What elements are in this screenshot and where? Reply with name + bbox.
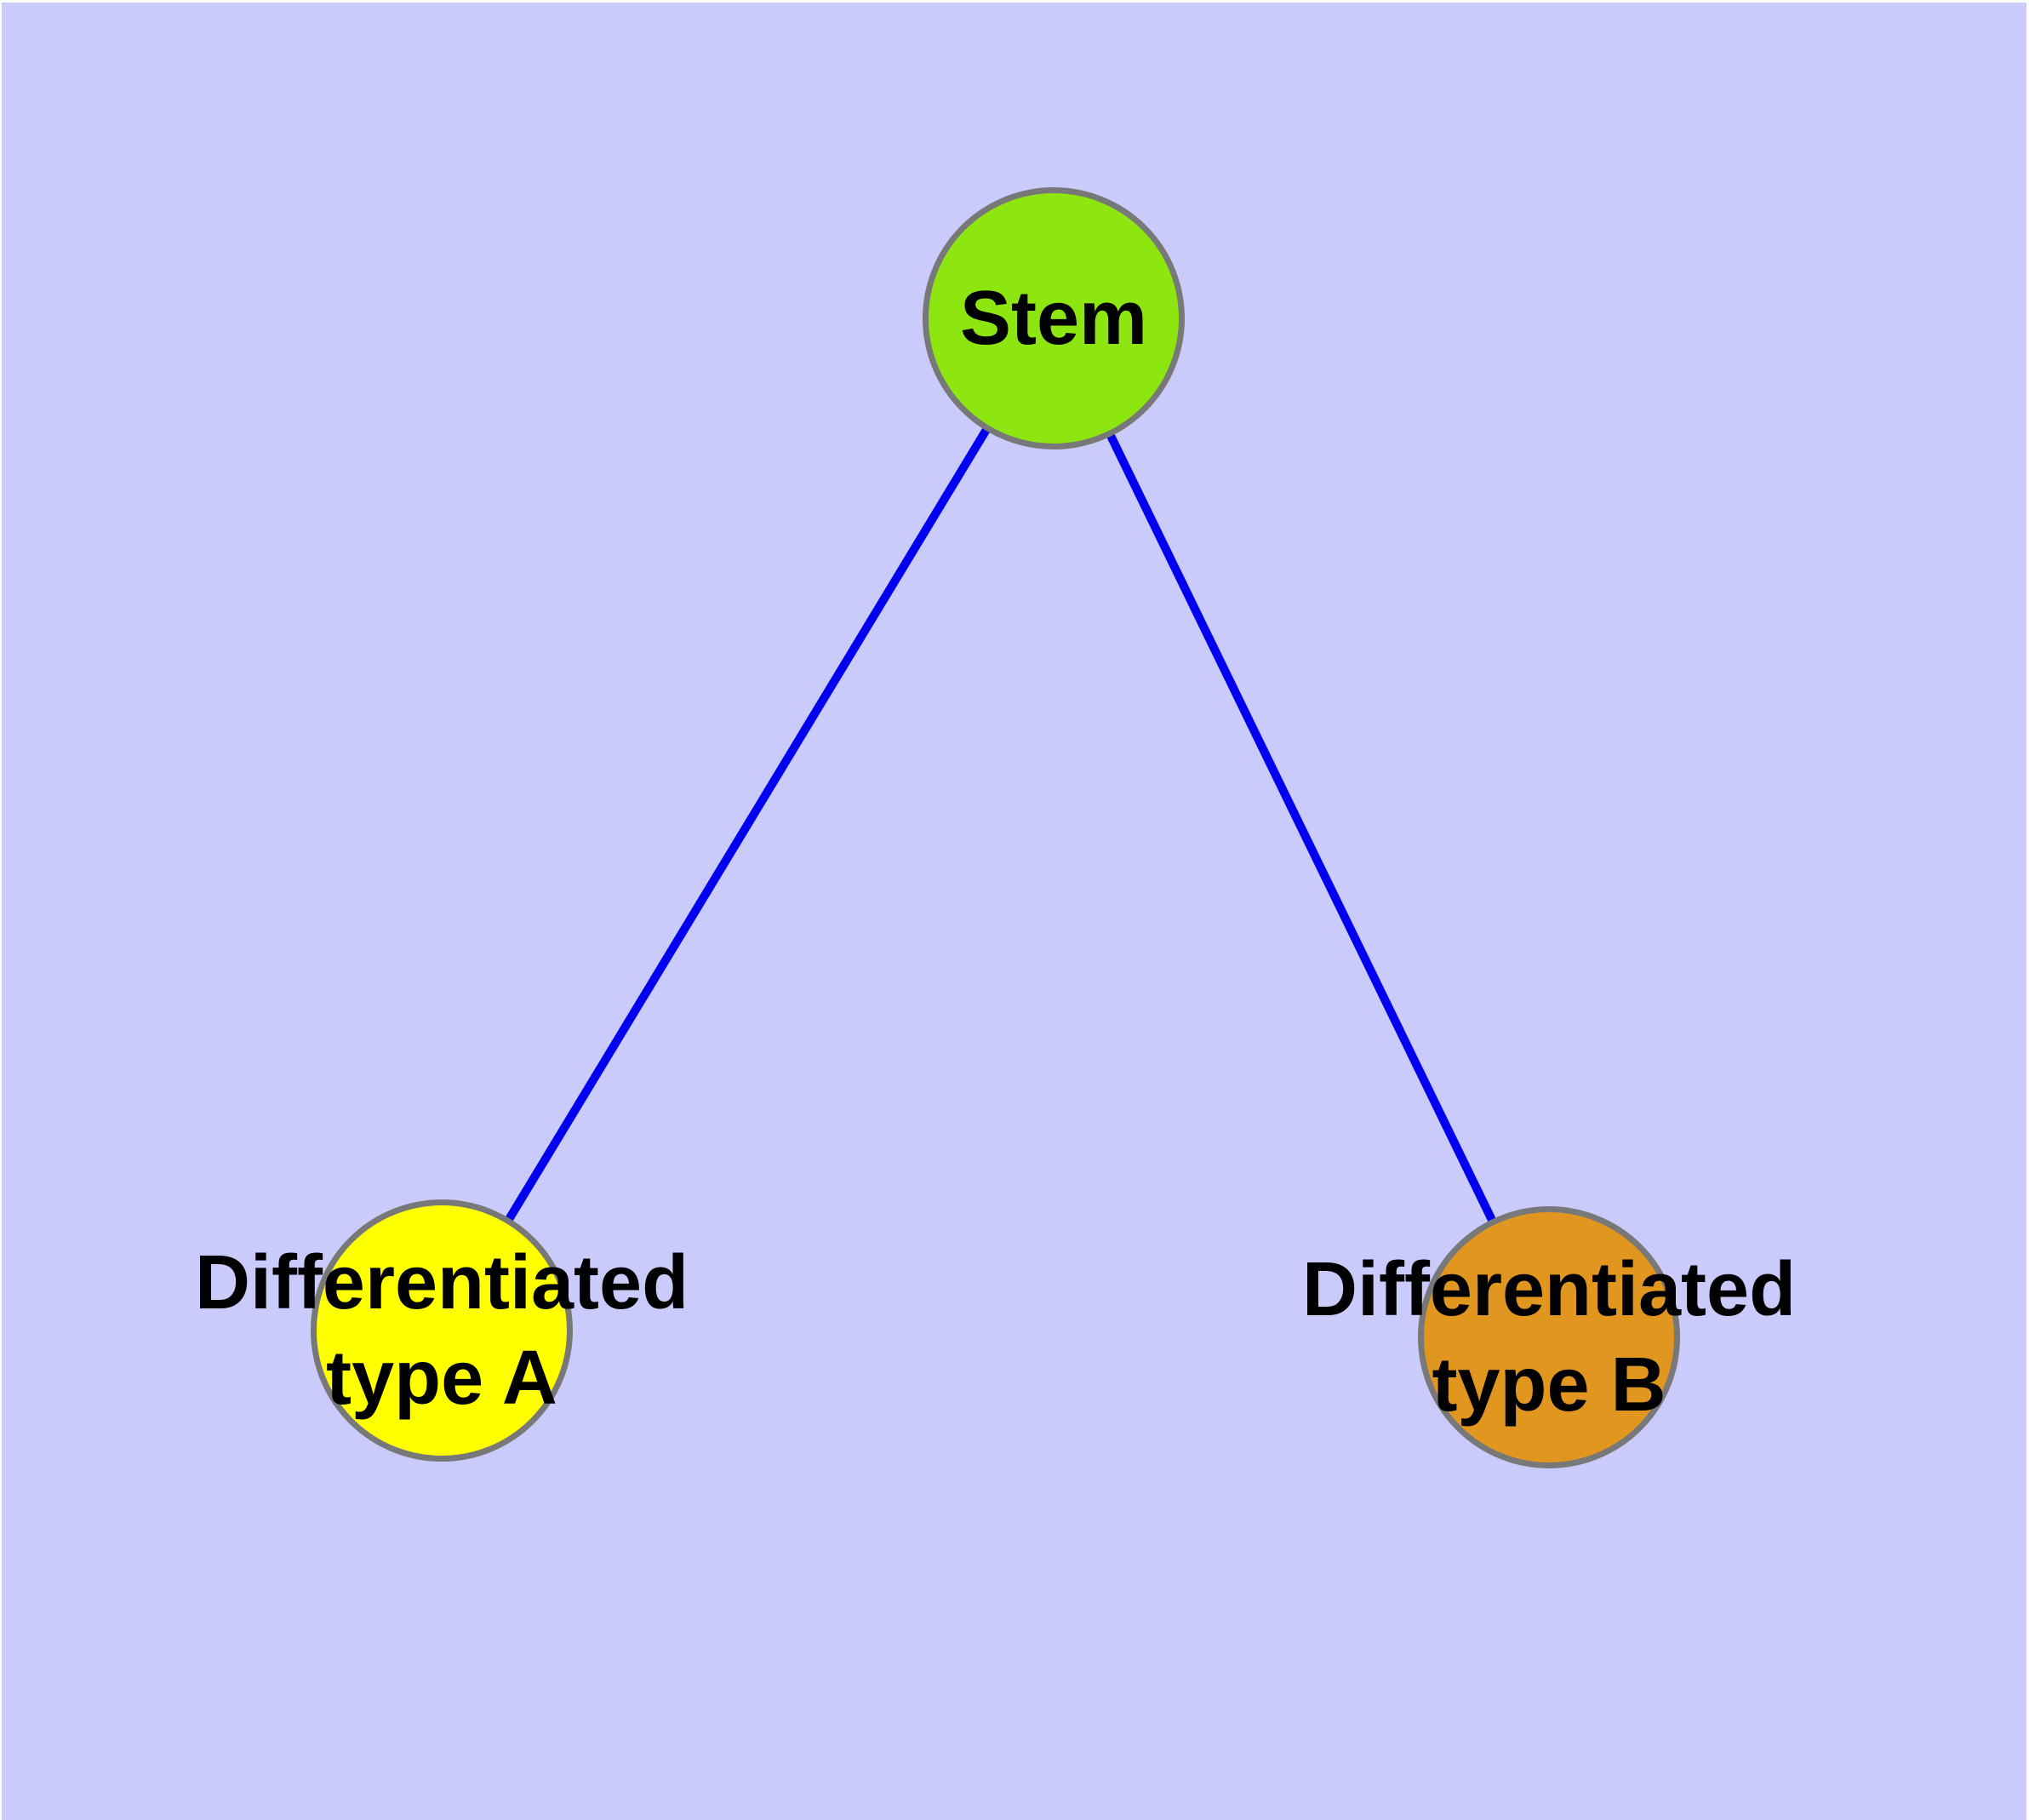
- edge-layer: [437, 316, 1553, 1340]
- node-stem[interactable]: Stem: [923, 187, 1185, 449]
- edge-stem-to-type-a: [437, 316, 1058, 1333]
- node-differentiated-type-a-label: Differentiated type A: [194, 1240, 689, 1421]
- graph-canvas: Stem Differentiated type A Differentiate…: [2, 3, 2026, 1820]
- edge-stem-to-type-b: [1049, 316, 1553, 1340]
- node-stem-label: Stem: [959, 276, 1148, 361]
- node-differentiated-type-b-label: Differentiated type B: [1301, 1247, 1797, 1428]
- node-differentiated-type-a[interactable]: Differentiated type A: [195, 1199, 689, 1462]
- node-differentiated-type-b[interactable]: Differentiated type B: [1302, 1206, 1796, 1468]
